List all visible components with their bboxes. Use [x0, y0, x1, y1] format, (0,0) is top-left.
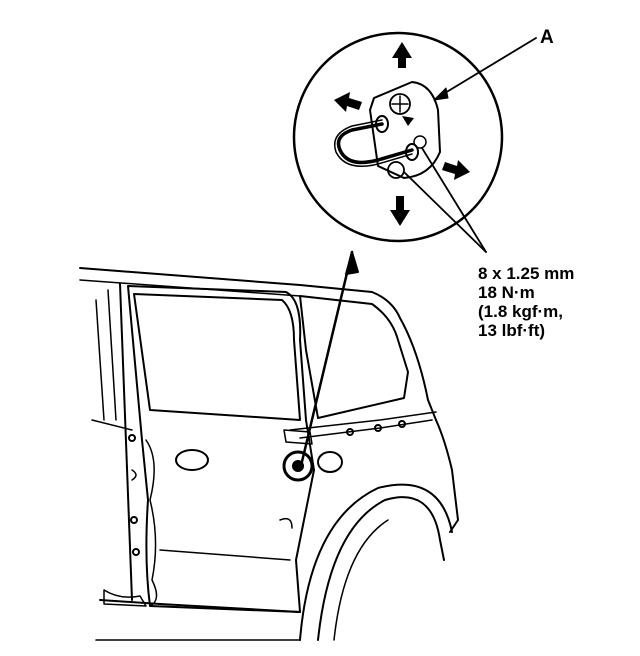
- striker-loop: [336, 122, 414, 165]
- arrow-up: [392, 42, 412, 68]
- spec-torque-lbf: 13 lbf·ft): [478, 321, 546, 340]
- spec-leader-1: [403, 171, 487, 253]
- torque-spec: 8 x 1.25 mm 18 N·m (1.8 kgf·m, 13 lbf·ft…: [478, 264, 574, 340]
- front-door-edge: [91, 283, 147, 607]
- arrow-down: [390, 196, 410, 226]
- van-body: [79, 267, 459, 641]
- magnify-leader: [298, 250, 359, 472]
- sliding-door: [127, 285, 343, 613]
- spec-torque-nm: 18 N·m: [478, 283, 535, 302]
- arrow-right: [442, 160, 470, 180]
- fuel-door: [317, 451, 343, 473]
- tire: [317, 496, 445, 641]
- door-window: [133, 293, 301, 421]
- callout-a-leader: [439, 37, 537, 97]
- callout-label-a: A: [540, 27, 554, 48]
- detail-circle: [292, 31, 504, 243]
- spec-bolt-size: 8 x 1.25 mm: [478, 264, 575, 283]
- arrow-left: [334, 92, 362, 112]
- striker-location-circle: [282, 450, 314, 482]
- striker-plate: [369, 81, 441, 179]
- spec-leader-2: [421, 147, 487, 253]
- door-handle: [175, 449, 209, 471]
- rear-window: [299, 295, 409, 419]
- spec-torque-kgf: (1.8 kgf·m,: [478, 302, 564, 321]
